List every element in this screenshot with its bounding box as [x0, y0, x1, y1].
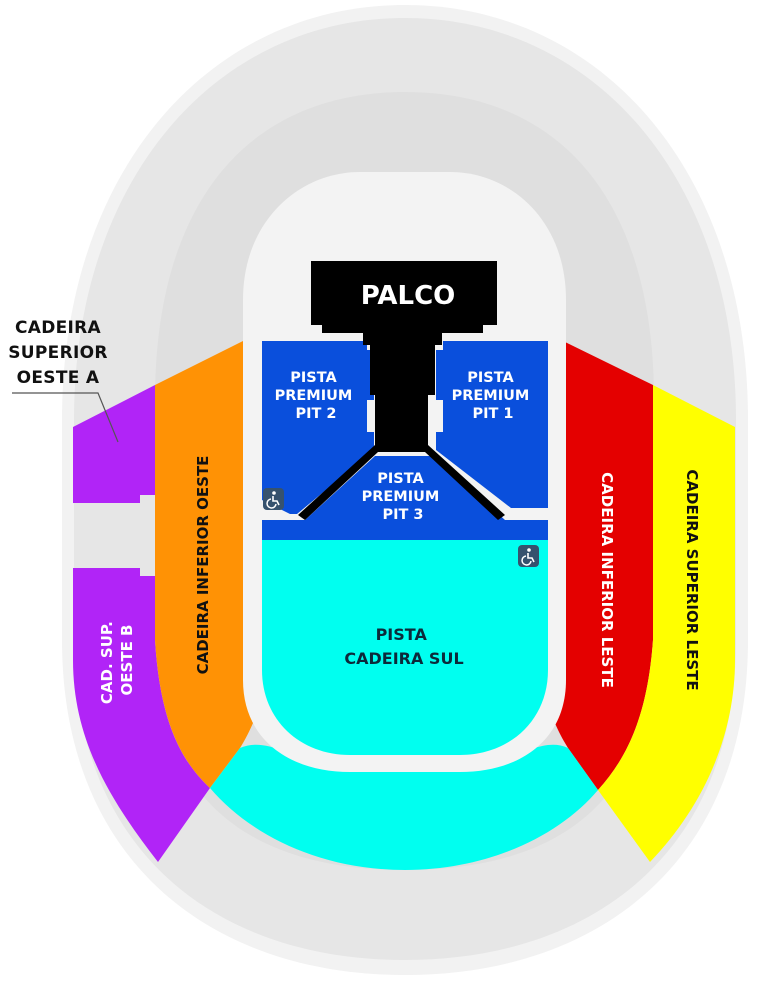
section-cadeira-superior-oeste-a[interactable]: [73, 385, 155, 503]
pit-2-label: PISTA PREMIUM PIT 2: [275, 370, 358, 422]
cadeira-superior-leste-label: CADEIRA SUPERIOR LESTE: [683, 469, 701, 690]
cadeira-superior-oeste-a-callout: CADEIRA SUPERIOR OESTE A: [6, 316, 110, 391]
pit-1-label: PISTA PREMIUM PIT 1: [452, 370, 535, 422]
cad-sup-oeste-b-label: CAD. SUP. OESTE B: [98, 616, 136, 704]
section-cadeira-inferior-oeste[interactable]: [155, 341, 262, 788]
callout-line-1: CADEIRA: [14, 318, 102, 338]
section-pista-cadeira-sul[interactable]: [262, 540, 548, 755]
section-pista-premium-pit-2[interactable]: [262, 341, 374, 514]
callout-line-3: OESTE A: [16, 368, 100, 388]
cadeira-inferior-oeste-label: CADEIRA INFERIOR OESTE: [194, 456, 212, 675]
cadeira-inferior-leste-label: CADEIRA INFERIOR LESTE: [598, 472, 616, 688]
wheelchair-icon: [263, 488, 284, 510]
callout-line-2: SUPERIOR: [8, 343, 108, 363]
section-cadeira-inferior-leste[interactable]: [548, 341, 653, 790]
section-pista-cadeira-sul-arc[interactable]: [210, 744, 598, 870]
pista-cadeira-sul-label: PISTA CADEIRA SUL: [344, 625, 463, 668]
section-cad-sup-oeste-b[interactable]: [73, 568, 210, 862]
section-pista-premium-pit-3[interactable]: [262, 456, 548, 540]
stage[interactable]: [298, 261, 505, 520]
section-pista-premium-pit-1[interactable]: [436, 341, 548, 508]
stage-label: PALCO: [361, 281, 456, 311]
wheelchair-icon: [518, 545, 539, 567]
pit-3-label: PISTA PREMIUM PIT 3: [362, 471, 445, 523]
callout-line: [12, 392, 119, 443]
section-cadeira-superior-leste[interactable]: [598, 385, 735, 862]
